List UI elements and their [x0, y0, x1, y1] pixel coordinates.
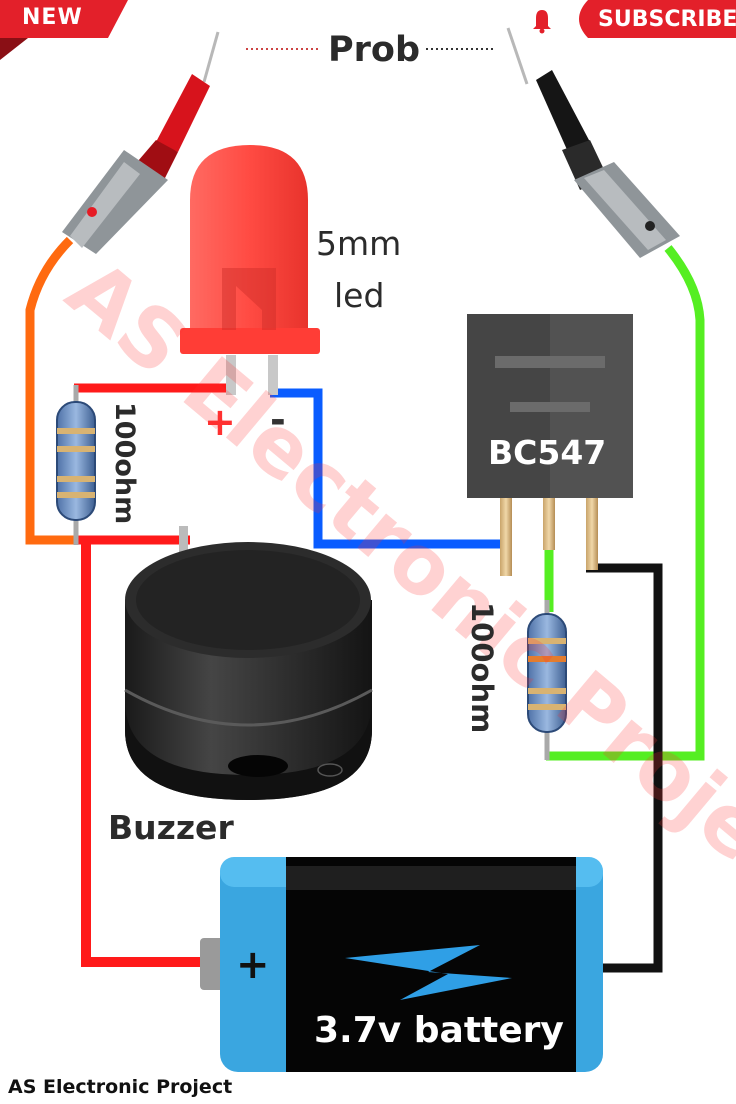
led-label-line2: led: [334, 276, 385, 315]
green-wire: [546, 245, 705, 761]
resistor-right-label: 100ohm: [465, 602, 499, 733]
subscribe-button[interactable]: [579, 0, 736, 38]
blue-wire: [270, 388, 512, 549]
new-badge-label[interactable]: NEW: [22, 5, 83, 30]
led-minus-sign: -: [270, 398, 286, 442]
subscribe-button-label[interactable]: SUBSCRIBE: [598, 7, 736, 32]
transistor-bc547: [467, 314, 633, 576]
black-wire: [586, 563, 663, 973]
buzzer-label: Buzzer: [108, 808, 234, 847]
black-probe[interactable]: [506, 27, 680, 258]
led-5mm: [180, 145, 320, 395]
red-probe[interactable]: [62, 31, 220, 254]
resistor-left-label: 100ohm: [109, 402, 140, 524]
buzzer: [124, 526, 373, 800]
led-plus-sign: +: [204, 400, 236, 444]
bell-icon: [533, 10, 551, 34]
resistor-right: [527, 600, 567, 760]
battery-label: 3.7v battery: [314, 1010, 564, 1051]
footer-credit: AS Electronic Project: [8, 1076, 233, 1098]
orange-wire: [25, 236, 74, 545]
page-title: Prob: [328, 30, 421, 70]
led-label-line1: 5mm: [316, 224, 402, 263]
battery-plus-sign: +: [236, 942, 270, 988]
resistor-left: [56, 385, 96, 545]
transistor-label: BC547: [488, 433, 607, 472]
lightning-icon: [345, 945, 512, 1000]
red-wire-battery: [81, 540, 200, 967]
new-badge[interactable]: [0, 0, 128, 60]
